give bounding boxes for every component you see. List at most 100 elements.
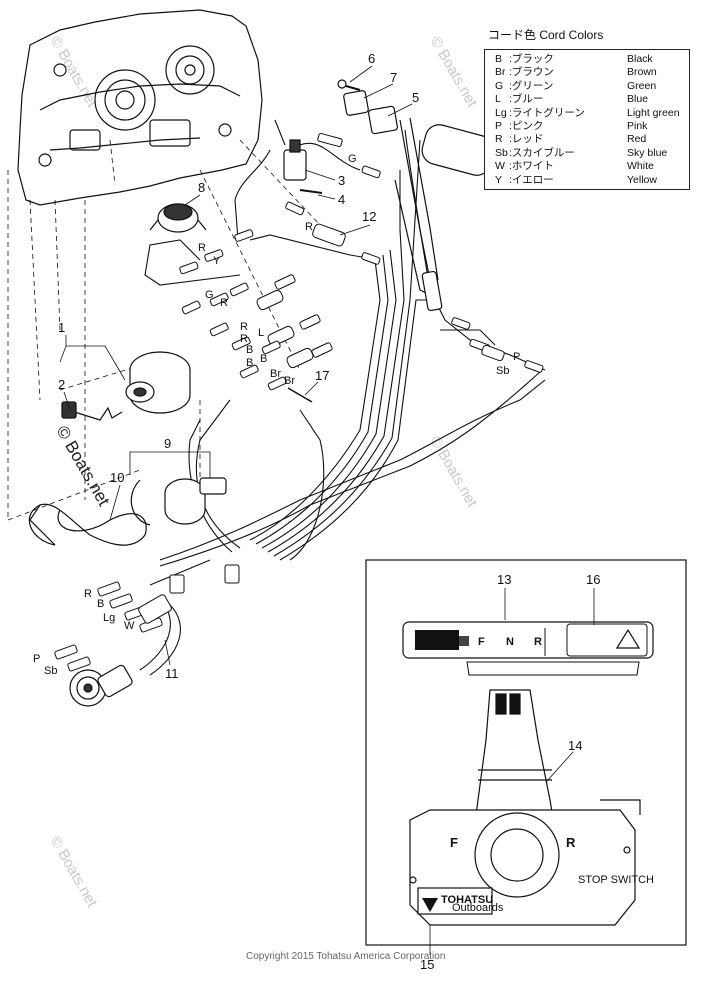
legend-title: コード色 Cord Colors xyxy=(488,28,604,42)
callout-10: 10 xyxy=(110,470,124,485)
wire-label: G xyxy=(348,153,357,165)
wire-label: G xyxy=(205,289,214,301)
shift-indicator-plate: F N R xyxy=(402,621,654,676)
callout-14: 14 xyxy=(568,738,582,753)
wire-label: R xyxy=(240,321,248,333)
wire-label: Sb xyxy=(496,365,509,377)
stop-switch-lanyard xyxy=(28,477,227,546)
callout-8: 8 xyxy=(198,180,205,195)
callout-2: 2 xyxy=(58,377,65,392)
wire-label: Br xyxy=(270,368,281,380)
legend-code: Y xyxy=(495,173,503,186)
wire-label: L xyxy=(258,327,264,339)
legend-jp: :スカイブルー xyxy=(509,146,575,159)
lever-letter-f: F xyxy=(450,835,458,850)
callout-numbers: 1 2 3 4 5 6 7 8 9 10 11 12 17 xyxy=(58,51,419,681)
callout-15: 15 xyxy=(420,957,434,972)
inset-callout-numbers: 13 16 14 15 xyxy=(420,572,600,972)
legend-jp: :ライトグリーン xyxy=(509,106,585,119)
callout-11: 11 xyxy=(165,666,179,681)
watermark-main: © Boats.net xyxy=(53,423,114,510)
legend-code: L xyxy=(495,93,501,106)
callout-7: 7 xyxy=(390,70,397,85)
legend-code: G xyxy=(495,79,504,92)
callout-3: 3 xyxy=(338,173,345,188)
part-17-pin xyxy=(287,387,313,403)
legend-en: Light green xyxy=(627,106,680,119)
callout-12: 12 xyxy=(362,209,376,224)
legend-code: Lg xyxy=(495,106,507,119)
legend-en: Brown xyxy=(627,66,657,79)
legend-en: Sky blue xyxy=(627,146,668,159)
callout-5: 5 xyxy=(412,90,419,105)
legend-en: Yellow xyxy=(627,173,657,186)
connectors xyxy=(54,132,544,672)
ignition-switch xyxy=(61,351,191,421)
legend-en: White xyxy=(627,160,654,173)
legend-row: R :レッド Red xyxy=(495,133,683,146)
watermark-text: © Boats.net xyxy=(427,34,481,111)
callout-16: 16 xyxy=(586,572,600,587)
legend-jp: :ホワイト xyxy=(509,160,554,173)
brand-subtext: Outboards xyxy=(452,902,504,914)
legend-code: B xyxy=(495,53,503,65)
callout-9: 9 xyxy=(164,436,171,451)
legend-jp: :ブルー xyxy=(509,93,544,106)
gear-letter-n: N xyxy=(506,636,514,648)
watermark-text: © Boats.net xyxy=(47,834,101,911)
wire-label: B xyxy=(246,344,253,356)
legend-row: W :ホワイト White xyxy=(495,160,683,173)
legend-row: B :ブラック Black xyxy=(495,53,683,66)
wire-label: R xyxy=(305,221,313,233)
engine-block xyxy=(17,9,263,206)
stop-switch-label: STOP SWITCH xyxy=(578,874,654,886)
legend-jp: :ピンク xyxy=(509,120,544,133)
legend-code: Br xyxy=(495,66,506,79)
legend-jp: :ブラウン xyxy=(509,66,554,79)
main-harness-plug xyxy=(69,664,133,707)
callout-4: 4 xyxy=(338,192,345,207)
gear-letter-r: R xyxy=(534,636,542,648)
legend-jp: :ブラック xyxy=(509,53,554,65)
legend-en: Red xyxy=(627,133,647,146)
leader-lines xyxy=(7,139,321,521)
wire-label: R xyxy=(220,297,228,309)
legend-code: P xyxy=(495,120,503,133)
legend-jp: :グリーン xyxy=(509,79,554,92)
cord-color-legend: コード色 Cord Colors B :ブラック Black Br:ブラウン Brow… xyxy=(484,26,690,191)
wire-label: W xyxy=(124,620,135,632)
wire-label: R xyxy=(84,588,92,600)
part-8-relay xyxy=(149,203,207,233)
legend-code: Sb xyxy=(495,146,508,159)
callout-leaders xyxy=(59,65,413,666)
wire-label: Sb xyxy=(44,665,57,677)
wire-label: Y xyxy=(213,255,221,267)
wire-labels: G R R Y G R R L B R B B Br Br P Sb R B L… xyxy=(33,153,520,677)
legend-row: Sb:スカイブルー Sky blue xyxy=(495,147,683,160)
legend-row: Br:ブラウン Brown xyxy=(495,66,683,79)
callout-13: 13 xyxy=(497,572,511,587)
legend-row: L :ブルー Blue xyxy=(495,93,683,106)
legend-en: Black xyxy=(627,53,653,65)
legend-jp: :レッド xyxy=(509,133,544,146)
callout-6: 6 xyxy=(368,51,375,66)
legend-row: Lg:ライトグリーン Light green xyxy=(495,107,683,120)
wire-label: Br xyxy=(284,375,295,387)
wire-label: R xyxy=(198,242,206,254)
callout-17: 17 xyxy=(315,368,329,383)
legend-code: R xyxy=(495,133,503,146)
remote-lever-top xyxy=(394,117,495,312)
wire-harness xyxy=(139,119,546,676)
lever-letter-r: R xyxy=(566,835,576,850)
legend-code: W xyxy=(495,160,505,173)
legend-en: Pink xyxy=(627,120,648,133)
top-switch-parts xyxy=(283,79,399,194)
legend-en: Blue xyxy=(627,93,649,106)
remote-control-box xyxy=(409,689,641,926)
brand-text: TOHATSU xyxy=(441,894,493,906)
watermark-text: © Boats.net xyxy=(427,434,481,511)
